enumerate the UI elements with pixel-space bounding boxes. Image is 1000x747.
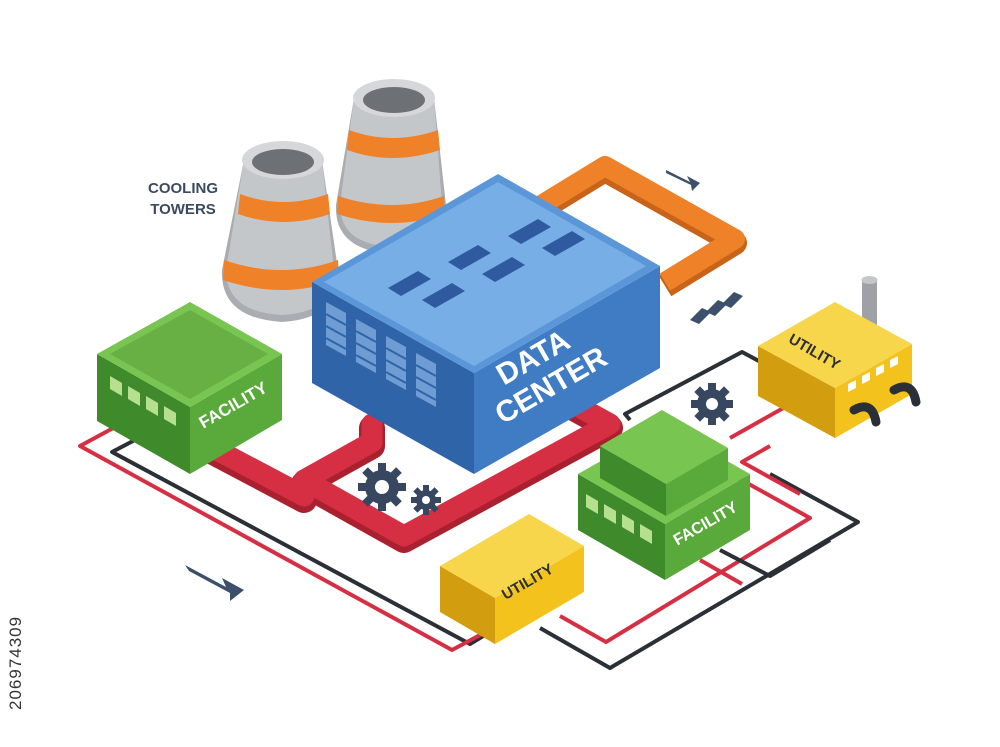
utility-center: UTILITY xyxy=(440,514,584,644)
gear-icon xyxy=(358,463,441,515)
utility-right: UTILITY xyxy=(758,276,921,438)
cooling-towers-label-line2: TOWERS xyxy=(150,201,216,218)
flow-arrow-bottom xyxy=(185,565,244,601)
orange-cooling-pipe xyxy=(513,156,747,297)
cooling-tower-front xyxy=(221,141,339,322)
gear-icon-right xyxy=(691,383,733,425)
facility-left: FACILITY xyxy=(97,302,282,474)
stock-id-watermark: 206974309 xyxy=(6,470,26,720)
stock-id-text: 206974309 xyxy=(6,615,25,710)
chevron-arrows-icon xyxy=(690,292,743,324)
cooling-towers-label: COOLING xyxy=(148,180,218,197)
flow-arrow-top xyxy=(666,170,700,191)
data-center-building: DATA CENTER xyxy=(312,174,660,474)
cooling-tower-back xyxy=(335,79,447,254)
facility-right: FACILITY xyxy=(578,410,750,580)
